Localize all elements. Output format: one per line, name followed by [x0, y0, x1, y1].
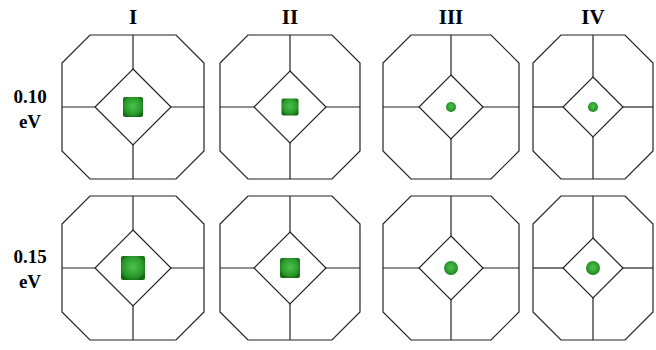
column-label: II: [270, 4, 310, 31]
boundary-line: [592, 298, 593, 340]
boundary-line: [326, 267, 360, 268]
octagon-cell: [220, 35, 360, 179]
boundary-line: [383, 106, 419, 107]
green-cluster: [282, 99, 299, 116]
octagon-cell: [533, 35, 653, 179]
green-cluster: [123, 97, 143, 117]
boundary-line: [450, 196, 451, 236]
inner-diamond: [563, 77, 623, 137]
boundary-line: [132, 145, 133, 179]
octagon-outline: [220, 35, 360, 179]
boundary-line: [289, 35, 290, 71]
octagon-outline: [533, 196, 653, 340]
green-cluster: [280, 258, 300, 278]
boundary-line: [483, 267, 519, 268]
green-cluster: [586, 261, 600, 275]
row-label: 0.10 eV: [5, 85, 55, 134]
boundary-line: [592, 196, 593, 238]
boundary-line: [533, 267, 563, 268]
boundary-line: [592, 35, 593, 77]
boundary-line: [171, 267, 204, 268]
inner-diamond: [419, 236, 483, 300]
green-cluster: [444, 261, 458, 275]
octagon-cell: [383, 35, 519, 179]
boundary-line: [623, 106, 653, 107]
inner-diamond: [254, 71, 326, 143]
green-cluster: [121, 256, 145, 280]
octagon-outline: [220, 196, 360, 340]
boundary-line: [383, 267, 419, 268]
boundary-line: [132, 196, 133, 230]
octagon-cell: [383, 196, 519, 340]
boundary-line: [62, 267, 95, 268]
boundary-line: [592, 137, 593, 179]
column-label: I: [113, 4, 153, 31]
boundary-line: [289, 196, 290, 232]
octagon-cell: [62, 196, 204, 340]
octagon-outline: [62, 196, 204, 340]
row-label: 0.15 eV: [5, 245, 55, 294]
octagon-outline: [533, 35, 653, 179]
boundary-line: [533, 106, 563, 107]
boundary-line: [220, 106, 254, 107]
green-cluster: [588, 102, 598, 112]
boundary-line: [450, 300, 451, 340]
octagon-outline: [383, 196, 519, 340]
inner-diamond: [563, 238, 623, 298]
boundary-line: [326, 106, 360, 107]
boundary-line: [220, 267, 254, 268]
octagon-cell: [533, 196, 653, 340]
inner-diamond: [254, 232, 326, 304]
octagon-outline: [62, 35, 204, 179]
octagon-outline: [383, 35, 519, 179]
boundary-line: [450, 35, 451, 75]
column-label: IV: [568, 4, 618, 31]
boundary-line: [289, 304, 290, 340]
boundary-line: [132, 306, 133, 340]
boundary-line: [483, 106, 519, 107]
boundary-line: [171, 106, 204, 107]
inner-diamond: [95, 230, 171, 306]
octagon-cell: [220, 196, 360, 340]
boundary-line: [132, 35, 133, 69]
octagon-cell: [62, 35, 204, 179]
column-label: III: [426, 4, 476, 31]
green-cluster: [446, 102, 456, 112]
inner-diamond: [95, 69, 171, 145]
boundary-line: [623, 267, 653, 268]
boundary-line: [62, 106, 95, 107]
boundary-line: [289, 143, 290, 179]
boundary-line: [450, 139, 451, 179]
inner-diamond: [419, 75, 483, 139]
